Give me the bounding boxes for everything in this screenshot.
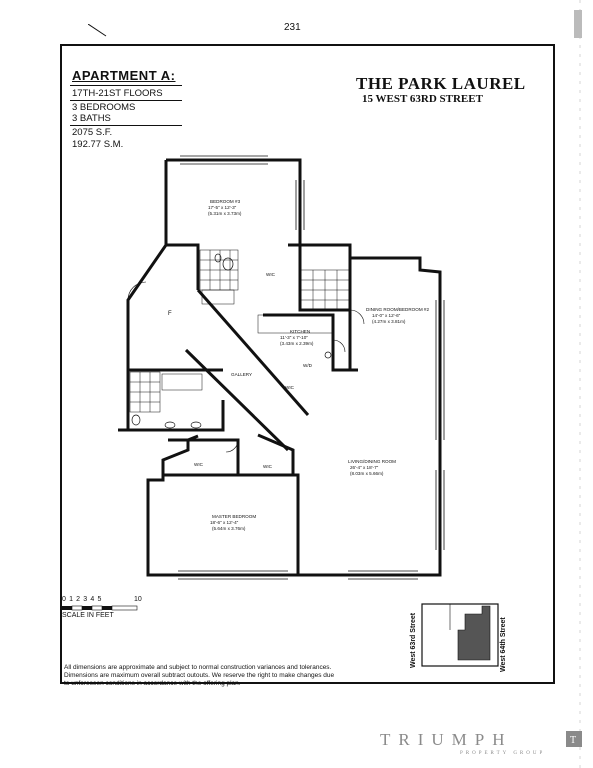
kitchen-name: KITCHEN — [290, 329, 311, 334]
apartment-floors: 17TH-21ST FLOORS — [72, 88, 163, 99]
brand-subtitle: PROPERTY GROUP — [460, 751, 546, 756]
kitchen-dim: 11'-3" x 7'-10" — [280, 335, 308, 340]
floor-plan — [118, 155, 445, 580]
wic-label-gallery: WIC — [285, 385, 294, 390]
scan-edge — [574, 0, 582, 768]
scan-mark — [88, 24, 107, 37]
scale-bar — [62, 605, 138, 611]
apartment-area-sm: 192.77 S.M. — [72, 139, 124, 150]
scale-label: SCALE IN FEET — [62, 612, 114, 619]
foyer-label: F — [168, 311, 172, 317]
street-left-label: West 63rd Street — [410, 612, 417, 668]
apartment-baths: 3 BATHS — [72, 113, 111, 124]
dining-dim: 14'-0" x 12'-6" — [372, 313, 401, 318]
living-dim: 26'-4" x 18'-7" — [350, 465, 379, 470]
living-metric: (8.03m x 5.66m) — [350, 471, 384, 476]
apartment-title: APARTMENT A: — [72, 68, 176, 83]
living-name: LIVING/DINING ROOM — [348, 459, 396, 464]
building-address: 15 WEST 63RD STREET — [362, 93, 483, 105]
street-right-label: West 64th Street — [500, 617, 507, 672]
header-rule — [70, 85, 182, 86]
master-dim: 18'-6" x 12'-4" — [210, 520, 239, 525]
wd-label: W/D — [303, 363, 312, 368]
brand-name: TRIUMPH — [380, 730, 513, 749]
disclaimer-line: to unforeseen conditions in accordance w… — [64, 680, 241, 687]
disclaimer-line: Dimensions are maximum overall subtract … — [64, 672, 335, 679]
bedroom3-dim: 17'-5" x 12'-3" — [208, 205, 237, 210]
scale-numbers: 012345 — [62, 596, 105, 603]
wic-label-master-right: WIC — [263, 464, 272, 469]
dining-name: DINING ROOM/BEDROOM #2 — [366, 307, 430, 312]
scale-ten: 10 — [134, 596, 142, 603]
wic-label-master-left: WIC — [194, 462, 203, 467]
bedroom3-metric: (5.31m x 3.73m) — [208, 211, 242, 216]
master-name: MASTER BEDROOM — [212, 514, 257, 519]
master-metric: (5.64m x 3.76m) — [212, 526, 246, 531]
plan-sheet — [60, 44, 555, 684]
dining-metric: (4.27m x 3.81m) — [372, 319, 406, 324]
gallery-label: GALLERY — [231, 372, 253, 377]
brand-logo-icon: T — [566, 731, 582, 747]
wic-label-bedroom3: WIC — [266, 272, 275, 277]
key-plan — [421, 603, 499, 667]
page-number: 231 — [284, 22, 301, 33]
kitchen-metric: (3.43m x 2.39m) — [280, 341, 314, 346]
disclaimer-line: All dimensions are approximate and subje… — [64, 664, 332, 671]
svg-text:T: T — [570, 735, 576, 746]
apartment-area-sf: 2075 S.F. — [72, 127, 113, 138]
apartment-bedrooms: 3 BEDROOMS — [72, 102, 136, 113]
header-rule — [70, 100, 182, 101]
building-name: THE PARK LAUREL — [356, 74, 526, 93]
bedroom3-name: BEDROOM #3 — [210, 199, 241, 204]
header-rule — [70, 125, 182, 126]
